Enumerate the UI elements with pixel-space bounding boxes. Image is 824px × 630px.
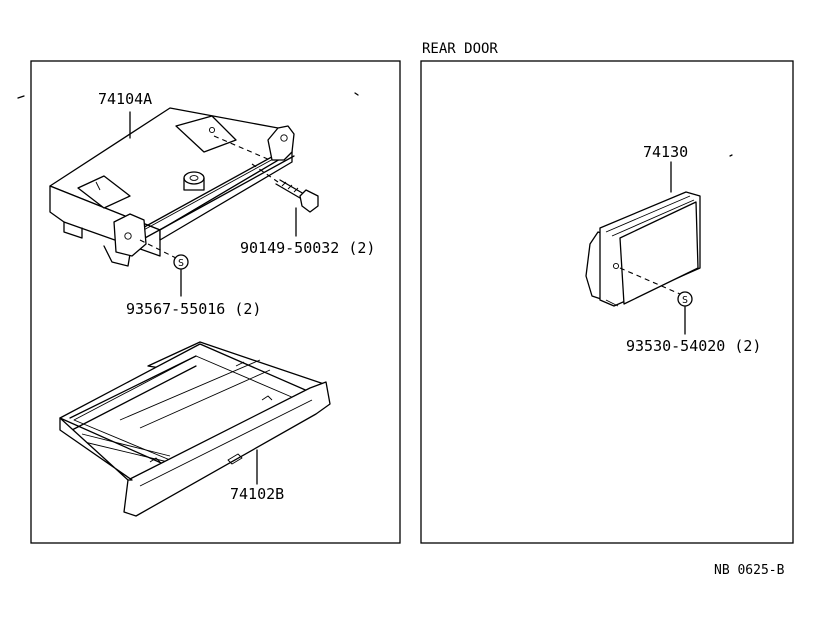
- section-caption: REAR DOOR: [422, 41, 498, 57]
- ashtray-housing: [49, 107, 295, 267]
- right-panel-frame: [420, 60, 794, 544]
- standard-part-symbol: S: [178, 258, 184, 269]
- stray-mark: [729, 154, 733, 157]
- part-label-74102B: 74102B: [230, 485, 284, 503]
- part-label-74130: 74130: [643, 143, 688, 161]
- bolt: [251, 163, 319, 213]
- stray-mark: [17, 95, 25, 99]
- reference-code: NB 0625-B: [714, 563, 785, 578]
- ashtray-drawer: [59, 341, 331, 517]
- standard-part-symbol: S: [682, 295, 688, 306]
- part-label-74104A: 74104A: [98, 90, 152, 108]
- part-label-clip-rear: 93530-54020 (2): [626, 337, 761, 355]
- part-label-bolt: 90149-50032 (2): [240, 239, 375, 257]
- clip-rear: S: [677, 291, 693, 307]
- rear-ashtray: [585, 191, 701, 307]
- stray-mark: [354, 92, 359, 96]
- left-panel-frame: [30, 60, 401, 544]
- clip-left: S: [139, 239, 189, 270]
- part-label-clip-left: 93567-55016 (2): [126, 300, 261, 318]
